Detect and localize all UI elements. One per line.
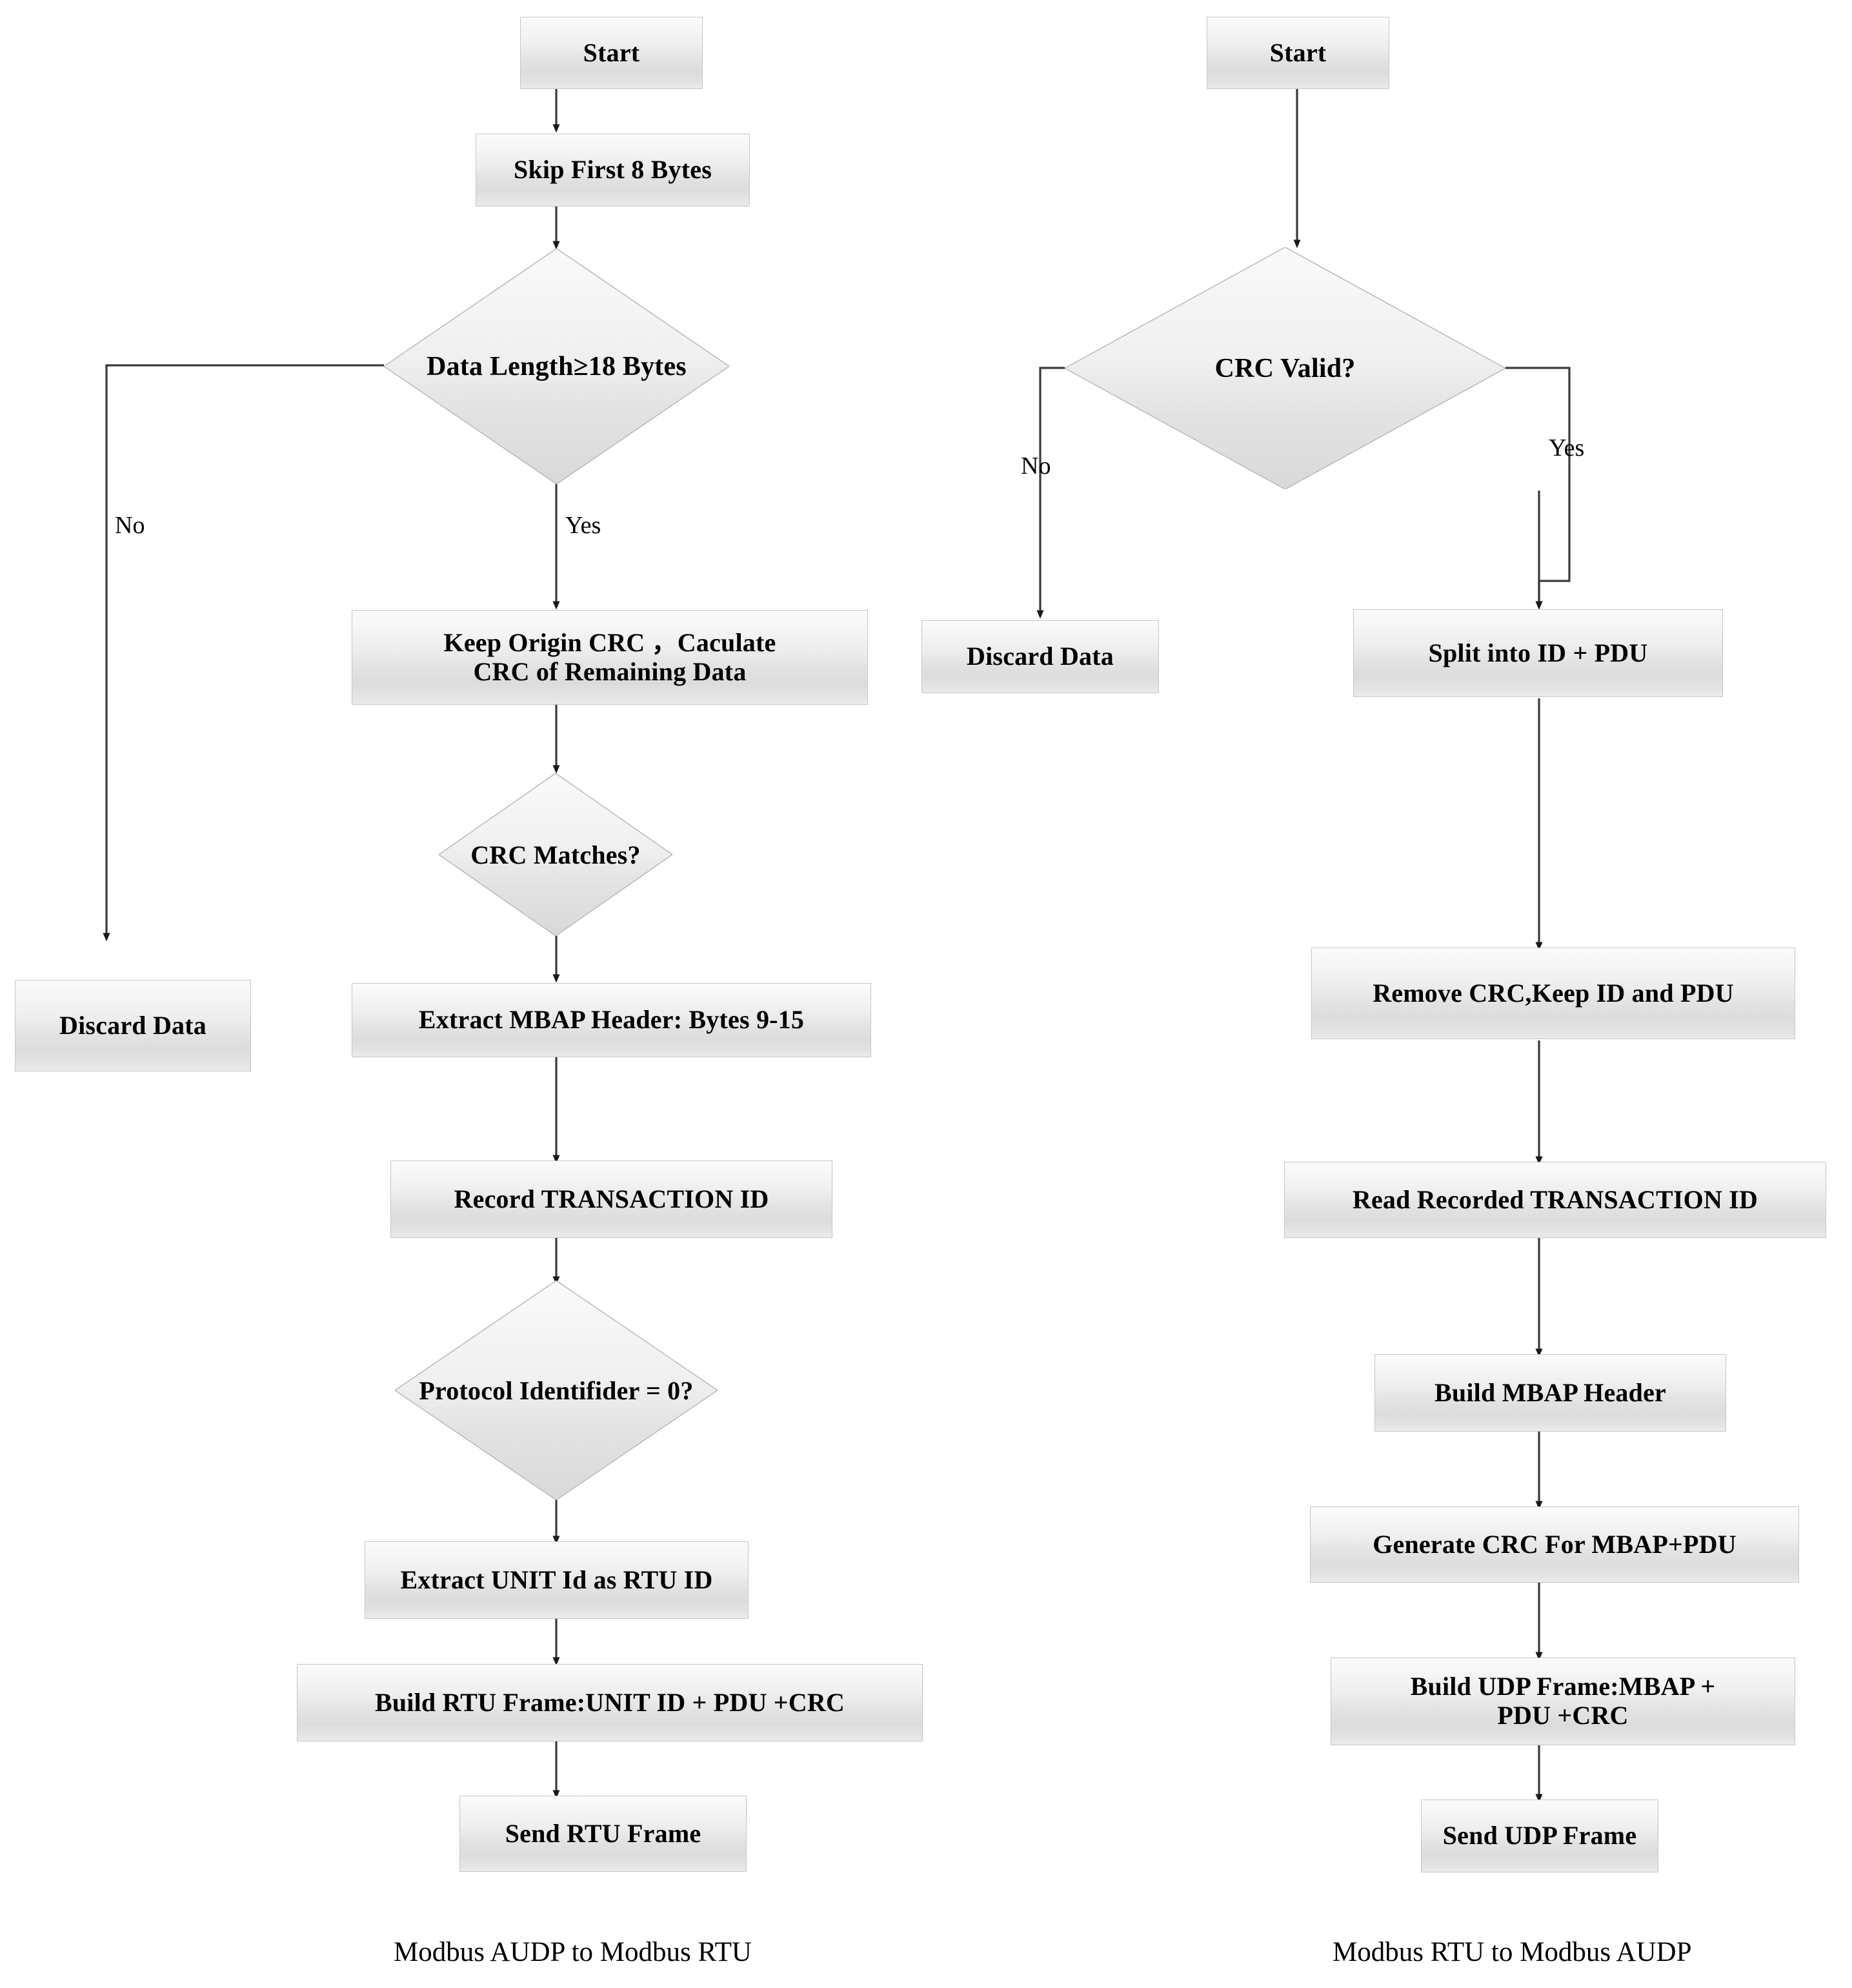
node-right-build-mbap-header-label: Build MBAP Header xyxy=(1434,1377,1666,1407)
node-right-discard-data-label: Discard Data xyxy=(967,642,1114,671)
node-right-build-udp-frame-label: Build UDP Frame:MBAP + PDU +CRC xyxy=(1404,1672,1722,1730)
node-left-protocol-id-label: Protocol Identifider = 0? xyxy=(419,1375,694,1405)
node-right-crc-valid-decision[interactable]: CRC Valid? xyxy=(1065,247,1505,489)
caption-right-flow: Modbus RTU to Modbus AUDP xyxy=(1333,1937,1692,1967)
node-left-discard-data-label: Discard Data xyxy=(59,1010,206,1040)
node-right-remove-crc-label: Remove CRC,Keep ID and PDU xyxy=(1373,978,1734,1008)
node-right-remove-crc[interactable]: Remove CRC,Keep ID and PDU xyxy=(1311,948,1795,1039)
node-left-start-label: Start xyxy=(583,37,640,67)
node-right-start-label: Start xyxy=(1269,37,1327,67)
node-right-generate-crc-label: Generate CRC For MBAP+PDU xyxy=(1373,1529,1736,1559)
node-right-start[interactable]: Start xyxy=(1207,17,1389,89)
node-left-send-rtu-frame[interactable]: Send RTU Frame xyxy=(459,1796,747,1872)
edge-label-right-no: No xyxy=(1021,452,1051,480)
node-left-keep-crc[interactable]: Keep Origin CRC ，Caculate CRC of Remaini… xyxy=(352,610,868,705)
node-left-skip-bytes[interactable]: Skip First 8 Bytes xyxy=(476,134,750,207)
node-left-keep-crc-label: Keep Origin CRC ，Caculate CRC of Remaini… xyxy=(438,627,783,687)
node-left-extract-mbap[interactable]: Extract MBAP Header: Bytes 9-15 xyxy=(352,983,871,1057)
node-left-discard-data[interactable]: Discard Data xyxy=(15,980,251,1071)
node-right-crc-valid-label: CRC Valid? xyxy=(1214,353,1356,383)
node-right-build-mbap-header[interactable]: Build MBAP Header xyxy=(1374,1354,1726,1432)
node-left-extract-mbap-label: Extract MBAP Header: Bytes 9-15 xyxy=(418,1005,805,1035)
node-left-record-transaction-id-label: Record TRANSACTION ID xyxy=(454,1184,769,1213)
node-left-build-rtu-frame[interactable]: Build RTU Frame:UNIT ID + PDU +CRC xyxy=(297,1664,923,1741)
node-left-extract-unit-id-label: Extract UNIT Id as RTU ID xyxy=(400,1565,713,1594)
node-left-keep-crc-line1: Keep Origin CRC ，Caculate xyxy=(443,627,776,657)
node-right-build-udp-line2: PDU +CRC xyxy=(1497,1701,1629,1730)
node-left-protocol-id-decision[interactable]: Protocol Identifider = 0? xyxy=(395,1281,718,1500)
node-left-data-length-decision[interactable]: Data Length≥18 Bytes xyxy=(384,249,729,484)
node-left-start[interactable]: Start xyxy=(520,17,703,89)
edge-label-left-no: No xyxy=(115,512,145,539)
node-right-discard-data[interactable]: Discard Data xyxy=(921,620,1159,693)
node-right-build-udp-line1: Build UDP Frame:MBAP + xyxy=(1410,1672,1716,1701)
node-left-keep-crc-line2: CRC of Remaining Data xyxy=(473,656,747,686)
node-left-skip-bytes-label: Skip First 8 Bytes xyxy=(514,155,712,185)
node-left-data-length-label: Data Length≥18 Bytes xyxy=(427,351,687,381)
node-right-read-transaction-id-label: Read Recorded TRANSACTION ID xyxy=(1352,1184,1758,1214)
node-left-extract-unit-id[interactable]: Extract UNIT Id as RTU ID xyxy=(365,1541,749,1619)
node-left-record-transaction-id[interactable]: Record TRANSACTION ID xyxy=(390,1161,832,1238)
node-right-split-id-pdu-label: Split into ID + PDU xyxy=(1428,638,1648,667)
node-left-crc-matches-label: CRC Matches? xyxy=(470,840,641,869)
node-right-send-udp-frame-label: Send UDP Frame xyxy=(1442,1821,1637,1851)
edge-label-right-yes: Yes xyxy=(1549,434,1585,462)
node-right-split-id-pdu[interactable]: Split into ID + PDU xyxy=(1353,609,1723,697)
node-right-send-udp-frame[interactable]: Send UDP Frame xyxy=(1421,1800,1658,1872)
node-right-build-udp-frame[interactable]: Build UDP Frame:MBAP + PDU +CRC xyxy=(1331,1658,1795,1745)
node-right-generate-crc[interactable]: Generate CRC For MBAP+PDU xyxy=(1310,1506,1799,1583)
node-left-send-rtu-frame-label: Send RTU Frame xyxy=(505,1818,701,1848)
edge-label-left-yes: Yes xyxy=(565,512,601,539)
node-left-crc-matches-decision[interactable]: CRC Matches? xyxy=(439,773,672,936)
caption-left-flow: Modbus AUDP to Modbus RTU xyxy=(394,1937,752,1967)
node-left-build-rtu-frame-label: Build RTU Frame:UNIT ID + PDU +CRC xyxy=(374,1687,845,1717)
node-right-read-transaction-id[interactable]: Read Recorded TRANSACTION ID xyxy=(1284,1162,1826,1238)
